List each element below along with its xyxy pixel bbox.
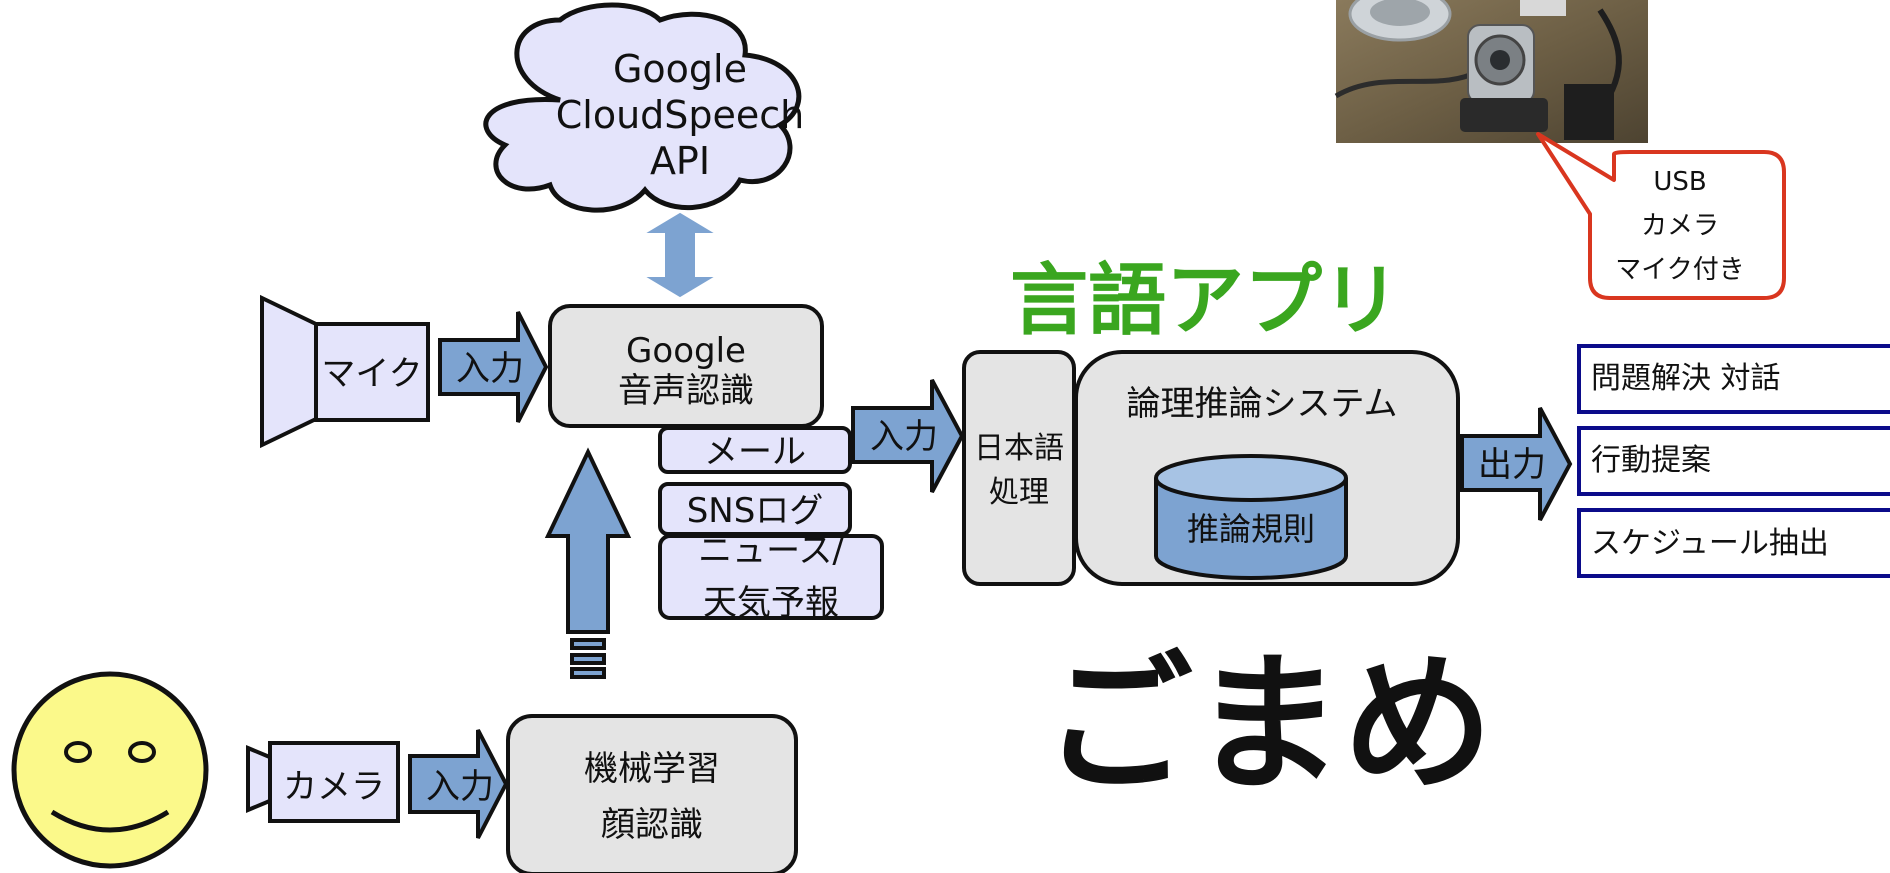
news-line2: 天気予報 (703, 583, 839, 623)
brand-logo: ごまめ (1043, 638, 1493, 812)
rules-label: 推論規則 (1187, 510, 1315, 548)
speech-line1: Google (626, 331, 746, 371)
output-label-2: 行動提案 (1591, 443, 1711, 478)
camera-input-arrow (408, 729, 509, 839)
app-title: 言語アプリ (1010, 256, 1400, 346)
mic-speaker-icon (260, 294, 320, 449)
cloud-line1: Google (613, 47, 747, 91)
output-box-3 (1577, 508, 1890, 578)
output-label-3: スケジュール抽出 (1591, 526, 1829, 561)
mic-box (314, 322, 430, 422)
jp-line1: 日本語 (974, 431, 1064, 466)
callout-line2: カメラ (1641, 211, 1719, 241)
callout-line3: マイク付き (1615, 255, 1744, 285)
mic-label: マイク (321, 354, 422, 394)
output-box-2 (1577, 426, 1890, 496)
sources-input-arrow (851, 379, 965, 493)
up-arrow-dash1 (570, 638, 606, 650)
up-arrow-dash2 (570, 653, 606, 665)
camera-box (268, 741, 400, 823)
sources-arrow-label: 入力 (870, 417, 938, 457)
news-line1: ニュース/ (698, 531, 844, 571)
mail-label: メール (704, 432, 806, 472)
japanese-processing-box (962, 350, 1076, 586)
callout-line1: USB (1653, 167, 1706, 197)
mic-arrow-label: 入力 (456, 349, 524, 389)
ml-box (506, 714, 798, 873)
cloud-double-arrow (646, 212, 714, 298)
mail-box (658, 426, 852, 474)
output-label-1: 問題解決 対話 (1591, 361, 1781, 396)
camera-label: カメラ (283, 767, 385, 807)
up-arrow-dash3 (570, 667, 606, 679)
cloud-line3: API (650, 139, 710, 183)
sns-label: SNSログ (687, 491, 824, 531)
output-box-1 (1577, 344, 1890, 414)
cloud-shape (483, 2, 802, 213)
callout-bubble (1536, 132, 1786, 300)
output-arrow-label: 出力 (1478, 445, 1546, 485)
cloud-line2: CloudSpeech (556, 93, 805, 137)
speech-line2: 音声認識 (618, 371, 754, 411)
usb-camera-photo (1334, 0, 1648, 143)
camera-arrow-label: 入力 (426, 767, 494, 807)
reasoning-title: 論理推論システム (1127, 384, 1398, 424)
mic-input-arrow (438, 311, 549, 423)
ml-line1: 機械学習 (584, 749, 720, 789)
output-arrow (1460, 407, 1573, 521)
jp-line2: 処理 (989, 475, 1049, 510)
rules-database-icon (1154, 454, 1348, 580)
up-arrow (544, 447, 632, 634)
smiley-face-icon (11, 671, 209, 869)
ml-line2: 顔認識 (601, 805, 703, 845)
news-box (658, 534, 884, 620)
